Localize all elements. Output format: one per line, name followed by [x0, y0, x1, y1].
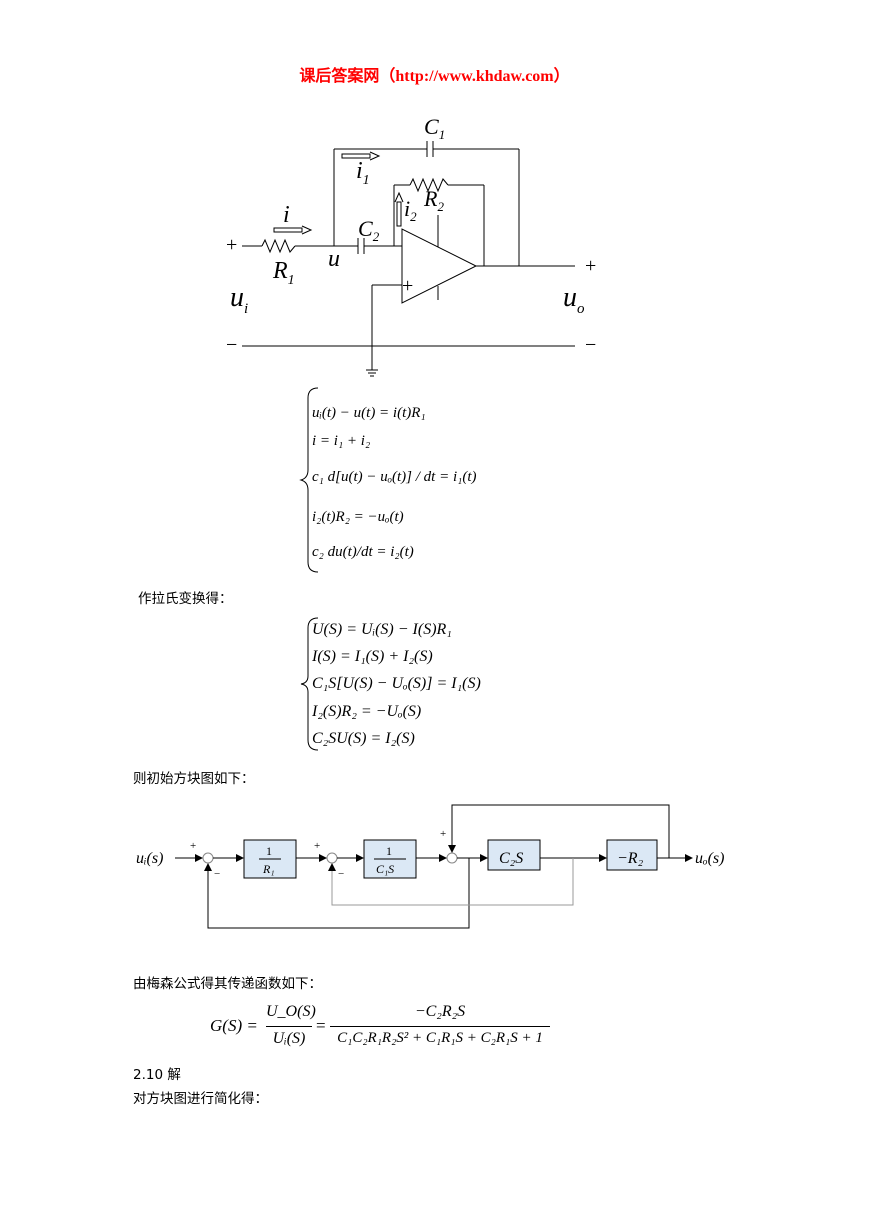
block4-label: −R₂	[617, 850, 644, 867]
s-eq-4: I₂(S)R₂ = −Uₒ(S)	[312, 703, 422, 720]
s-eq-3: C₁S[U(S) − Uₒ(S)] = I₁(S)	[312, 675, 481, 692]
svg-text:R2: R2	[423, 186, 444, 214]
block1-numerator: 1	[266, 844, 272, 858]
block2-numerator: 1	[386, 844, 392, 858]
s-eq-2: I(S) = I₁(S) + I₂(S)	[312, 648, 433, 665]
transfer-frac2-bar	[330, 1026, 550, 1027]
svg-text:C2: C2	[358, 216, 380, 244]
c1-subscript: 1	[439, 127, 446, 142]
r2-label: R	[423, 186, 438, 211]
time-eqs-brace	[299, 387, 319, 573]
transfer-lhs: G(S) =	[210, 1016, 258, 1035]
s-eqs-brace	[300, 617, 319, 751]
s-eq-5: C₂SU(S) = I₂(S)	[312, 730, 415, 747]
uo-label: u	[563, 282, 577, 313]
sum1-plus-sign: +	[190, 840, 196, 852]
text-block-intro: 则初始方块图如下：	[133, 771, 255, 787]
transfer-frac1-numerator: U_O(S)	[266, 1003, 316, 1020]
opamp-plus-input: +	[402, 275, 413, 297]
s-eq-1: U(S) = Uᵢ(S) − I(S)R₁	[312, 621, 452, 638]
output-signal-label: uₒ(s)	[695, 850, 724, 867]
output-plus-sign: +	[585, 255, 596, 277]
time-eq-1: uᵢ(t) − u(t) = i(t)R₁	[312, 405, 426, 421]
ui-subscript: i	[244, 301, 248, 317]
ui-label: u	[230, 282, 244, 313]
time-eq-4: i₂(t)R₂ = −uₒ(t)	[312, 509, 404, 525]
r2-subscript: 2	[437, 199, 444, 214]
time-eq-5: c₂ du(t)/dt = i₂(t)	[312, 544, 414, 560]
c2-subscript: 2	[373, 229, 380, 244]
sum2-minus-sign: −	[338, 868, 344, 880]
time-eq-2: i = i₁ + i₂	[312, 433, 371, 449]
r1-label: R	[272, 258, 288, 284]
i1-label: i	[356, 158, 363, 184]
section-heading: 2.10 解	[133, 1067, 181, 1083]
svg-text:R1: R1	[272, 258, 295, 288]
circuit-diagram: C1 i1 R2 i2 i C2 u R1 ui uo + − + − +	[226, 114, 596, 377]
transfer-frac1-denominator: Uᵢ(S)	[272, 1030, 306, 1047]
i2-subscript: 2	[410, 209, 417, 224]
transfer-frac2-denominator: C₁C₂R₁R₂S² + C₁R₁S + C₂R₁S + 1	[337, 1030, 543, 1046]
transfer-equals: =	[316, 1016, 326, 1035]
svg-text:ui: ui	[230, 282, 248, 317]
header-site: 课后答案网（	[299, 66, 396, 85]
svg-text:C1: C1	[424, 114, 445, 142]
sum1-minus-sign: −	[214, 868, 220, 880]
transfer-frac2-numerator: −C₂R₂S	[414, 1003, 466, 1020]
sum3-plus-sign: +	[440, 828, 446, 840]
input-signal-label: uᵢ(s)	[136, 850, 163, 867]
svg-text:i2: i2	[404, 196, 417, 224]
i-label: i	[283, 202, 290, 228]
r1-subscript: 1	[288, 273, 295, 288]
svg-text:i1: i1	[356, 158, 370, 188]
uo-subscript: o	[577, 301, 585, 317]
input-minus-sign: −	[226, 334, 237, 356]
site-header: 课后答案网（http://www.khdaw.com）	[0, 62, 869, 86]
time-eq-3: c₁ d[u(t) − uₒ(t)] / dt = i₁(t)	[312, 469, 477, 485]
svg-text:uo: uo	[563, 282, 585, 317]
text-simplify: 对方块图进行简化得：	[133, 1091, 268, 1107]
header-url-link[interactable]: http://www.khdaw.com	[395, 68, 554, 85]
c2-label: C	[358, 216, 373, 241]
u-node-label: u	[328, 246, 340, 272]
sum2-plus-sign: +	[314, 840, 320, 852]
block-minus-r2	[606, 839, 658, 871]
block1-denominator: R₁	[262, 862, 275, 876]
input-plus-sign: +	[226, 234, 237, 256]
header-close: ）	[553, 66, 570, 85]
output-minus-sign: −	[585, 334, 596, 356]
c1-label: C	[424, 114, 439, 139]
text-laplace: 作拉氏变换得：	[138, 591, 233, 607]
block3-label: C₂S	[499, 850, 523, 867]
i1-subscript: 1	[363, 173, 370, 188]
text-mason: 由梅森公式得其传递函数如下：	[133, 976, 322, 992]
block-diagram: uᵢ(s) uₒ(s) 1 R₁ 1 C₁S C₂S −R₂ + − + − +	[136, 804, 724, 929]
block-c2s	[487, 839, 541, 871]
i2-label: i	[404, 196, 410, 221]
transfer-frac1-bar	[266, 1026, 312, 1027]
block2-denominator: C₁S	[376, 862, 394, 876]
